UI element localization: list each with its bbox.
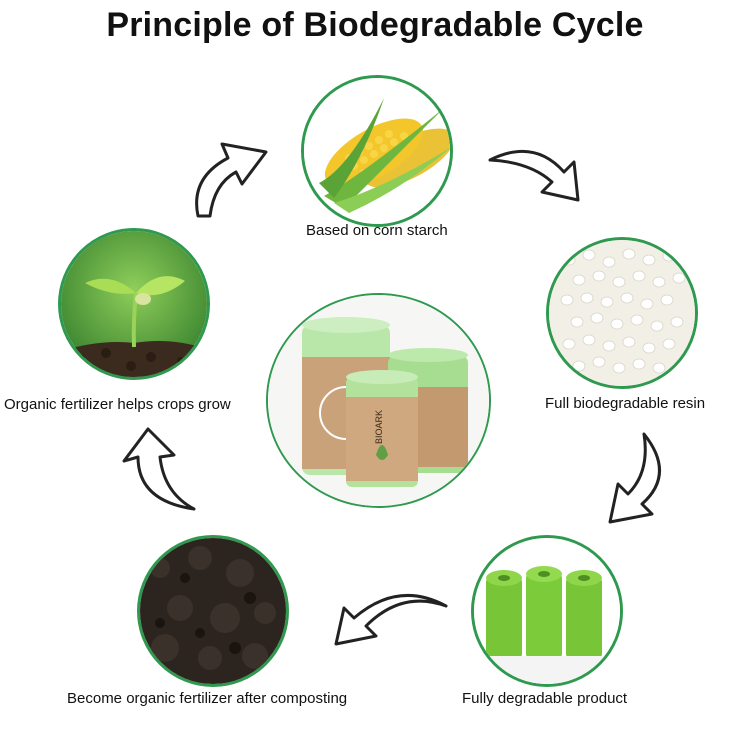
arrow-top-to-right (488, 149, 580, 202)
step-label-resin: Full biodegradable resin (545, 395, 706, 412)
arrow-bottom-left-to-left (122, 427, 196, 511)
brand-text: BIOARK (374, 410, 384, 444)
compost-image (137, 535, 289, 687)
resin-pellets-image (546, 237, 698, 389)
degradable-product-image (471, 535, 623, 687)
center-product-image: BIOARK (266, 293, 491, 508)
arrow-right-to-bottom (608, 432, 661, 524)
arrow-left-to-top (195, 142, 268, 218)
step-label-compost: Become organic fertilizer after composti… (67, 690, 348, 707)
arrow-bottom-right-to-left (334, 594, 448, 646)
corn-starch-image (301, 75, 453, 227)
step-label-seedling: Organic fertilizer helps crops grow (4, 396, 231, 413)
step-label-corn: Based on corn starch (306, 222, 448, 239)
step-label-product: Fully degradable product (462, 690, 628, 707)
diagram-title: Principle of Biodegradable Cycle (106, 6, 644, 44)
seedling-image (58, 228, 210, 380)
